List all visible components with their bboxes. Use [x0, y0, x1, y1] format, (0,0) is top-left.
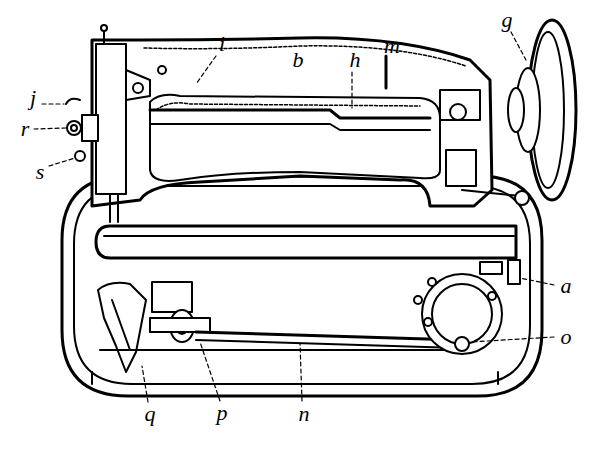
callout-letter: o — [561, 326, 572, 348]
callout-letter: j — [30, 87, 36, 109]
callout-letter: i — [219, 33, 225, 55]
callout-letter: a — [561, 275, 572, 297]
callout-letter: p — [217, 402, 228, 424]
callout-letter: n — [299, 403, 310, 425]
callout-letter: b — [293, 49, 304, 71]
callout-letter: g — [502, 9, 513, 31]
callout-letter: h — [350, 49, 361, 71]
callout-letter: s — [36, 161, 45, 183]
callout-letter: q — [145, 403, 156, 425]
callout-letter: r — [21, 118, 30, 140]
callout-letter: m — [384, 35, 400, 57]
